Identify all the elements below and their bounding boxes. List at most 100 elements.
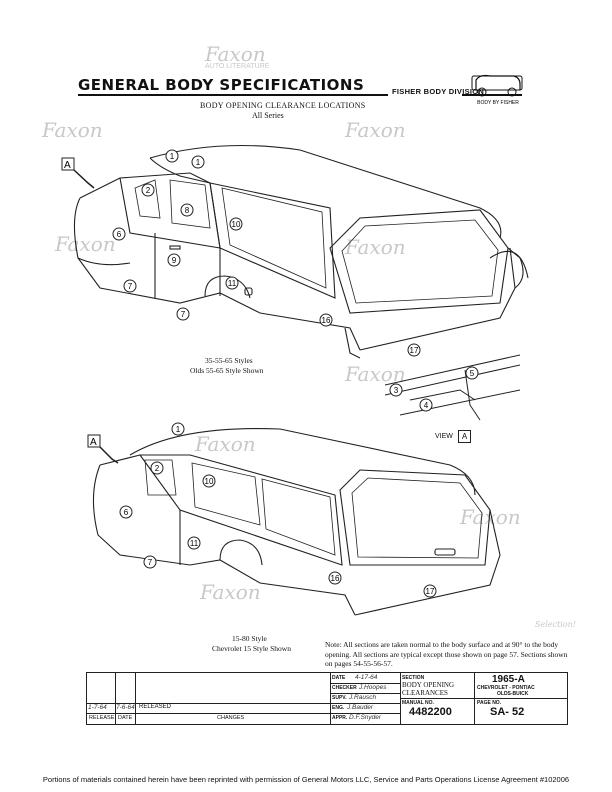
fisher-logo: BODY BY FISHER — [471, 74, 523, 106]
lower-wagon-drawing: A 1 2 10 6 11 7 16 17 — [87, 422, 501, 616]
callout: 1 — [171, 422, 185, 436]
view-label: VIEW — [435, 433, 453, 440]
callout: 8 — [180, 203, 194, 217]
svg-text:16: 16 — [331, 574, 340, 583]
checker-label: CHECKER — [332, 685, 357, 691]
watermark-line2: AUTO LITERATURE — [205, 63, 270, 70]
watermark-name: Faxon — [205, 42, 266, 66]
appr-label: APPR. — [332, 715, 348, 721]
callout: 2 — [150, 461, 164, 475]
section-heading: BODY OPENING CLEARANCE LOCATIONS — [200, 101, 366, 110]
callout: 4 — [419, 398, 433, 412]
svg-text:10: 10 — [232, 220, 241, 229]
page-title: GENERAL BODY SPECIFICATIONS — [78, 76, 365, 94]
callout: 11 — [187, 536, 201, 550]
view-marker-a: A — [90, 437, 97, 448]
view-a-detail: 3 4 5 — [384, 354, 521, 421]
svg-text:17: 17 — [410, 346, 419, 355]
svg-text:9: 9 — [172, 256, 177, 265]
col-date: DATE — [118, 715, 133, 721]
makes-line2: OLDS-BUICK — [497, 691, 529, 697]
manual-number: 4482200 — [409, 706, 452, 718]
callout: 5 — [465, 366, 479, 380]
callout: 11 — [225, 276, 239, 290]
svg-text:11: 11 — [228, 279, 237, 288]
watermark-name: Faxon — [42, 118, 103, 142]
col-release: RELEASE — [89, 715, 115, 721]
callout: 16 — [328, 571, 342, 585]
footer-text: Portions of materials contained herein h… — [42, 775, 570, 784]
appr-value: D.F.Snyder — [349, 714, 382, 721]
callout: 10 — [202, 474, 216, 488]
callout: 6 — [119, 505, 133, 519]
view-letter: A — [458, 430, 471, 443]
watermark-name: Faxon — [55, 232, 116, 256]
callout: 7 — [143, 555, 157, 569]
upper-wagon-drawing: A 1 1 2 8 10 6 9 11 7 7 16 17 — [61, 144, 529, 359]
callout: 10 — [229, 217, 243, 231]
callout: 7 — [176, 307, 190, 321]
svg-text:1: 1 — [176, 425, 181, 434]
svg-text:7: 7 — [128, 282, 133, 291]
watermark-name: Faxon — [345, 118, 406, 142]
callout: 9 — [167, 253, 181, 267]
callout: 16 — [319, 313, 333, 327]
svg-text:6: 6 — [124, 508, 129, 517]
svg-text:7: 7 — [181, 310, 186, 319]
svg-text:3: 3 — [394, 386, 399, 395]
note-text: Note: All sections are taken normal to t… — [325, 640, 568, 668]
svg-text:11: 11 — [190, 539, 199, 548]
makes-line1: CHEVROLET - PONTIAC — [477, 685, 535, 691]
view-marker-a: A — [64, 160, 71, 171]
year-code: 1965-A — [492, 674, 525, 685]
header-rule-right — [462, 94, 522, 96]
section-subheading: All Series — [252, 111, 284, 120]
release-date: 7-6-64 — [116, 704, 135, 711]
section-label: SECTION — [402, 675, 425, 681]
lower-caption-line1: 15-80 Style — [232, 634, 267, 643]
callout: 2 — [141, 183, 155, 197]
col-changes: CHANGES — [217, 715, 245, 721]
svg-text:1: 1 — [196, 158, 201, 167]
watermark-name: Faxon — [460, 505, 521, 529]
svg-text:1: 1 — [170, 152, 175, 161]
svg-text:8: 8 — [185, 206, 190, 215]
callout: 17 — [407, 343, 421, 357]
svg-text:4: 4 — [424, 401, 429, 410]
callout: 1 — [165, 149, 179, 163]
callout: 3 — [389, 383, 403, 397]
callout: 7 — [123, 279, 137, 293]
watermark-name: Faxon — [200, 580, 261, 604]
supv-value: J.Rausch — [349, 694, 377, 701]
released-label: RELEASED — [139, 704, 172, 710]
title-block: DATE 4-17-64 CHECKER J.Hoopes SUPV. J.Ra… — [86, 672, 568, 725]
manual-label: MANUAL NO. — [402, 700, 434, 706]
page-number: SA- 52 — [490, 706, 525, 718]
svg-text:5: 5 — [470, 369, 475, 378]
watermark-tag: Selection! — [535, 620, 576, 629]
watermark-name: Faxon — [345, 235, 406, 259]
header-rule — [78, 94, 388, 96]
svg-text:10: 10 — [205, 477, 214, 486]
callout: 17 — [423, 584, 437, 598]
svg-text:17: 17 — [426, 587, 435, 596]
checker-value: J.Hoopes — [359, 684, 387, 691]
date-label: DATE — [332, 675, 346, 681]
svg-text:7: 7 — [148, 558, 153, 567]
upper-caption-line1: 35-55-65 Styles — [205, 356, 253, 365]
svg-text:2: 2 — [146, 186, 151, 195]
svg-text:2: 2 — [155, 464, 160, 473]
watermark-name: Faxon — [345, 362, 406, 386]
section-title: BODY OPENING CLEARANCES — [402, 681, 455, 697]
callout: 1 — [191, 155, 205, 169]
lower-caption-line2: Chevrolet 15 Style Shown — [212, 644, 291, 653]
svg-text:6: 6 — [117, 230, 122, 239]
upper-caption-line2: Olds 55-65 Style Shown — [190, 366, 264, 375]
division-label: FISHER BODY DIVISION — [392, 87, 485, 96]
callout: 6 — [112, 227, 126, 241]
eng-label: ENG. — [332, 705, 345, 711]
svg-text:16: 16 — [322, 316, 331, 325]
svg-text:BODY BY FISHER: BODY BY FISHER — [477, 100, 519, 106]
page-label: PAGE NO. — [477, 700, 502, 706]
supv-label: SUPV. — [332, 695, 347, 701]
